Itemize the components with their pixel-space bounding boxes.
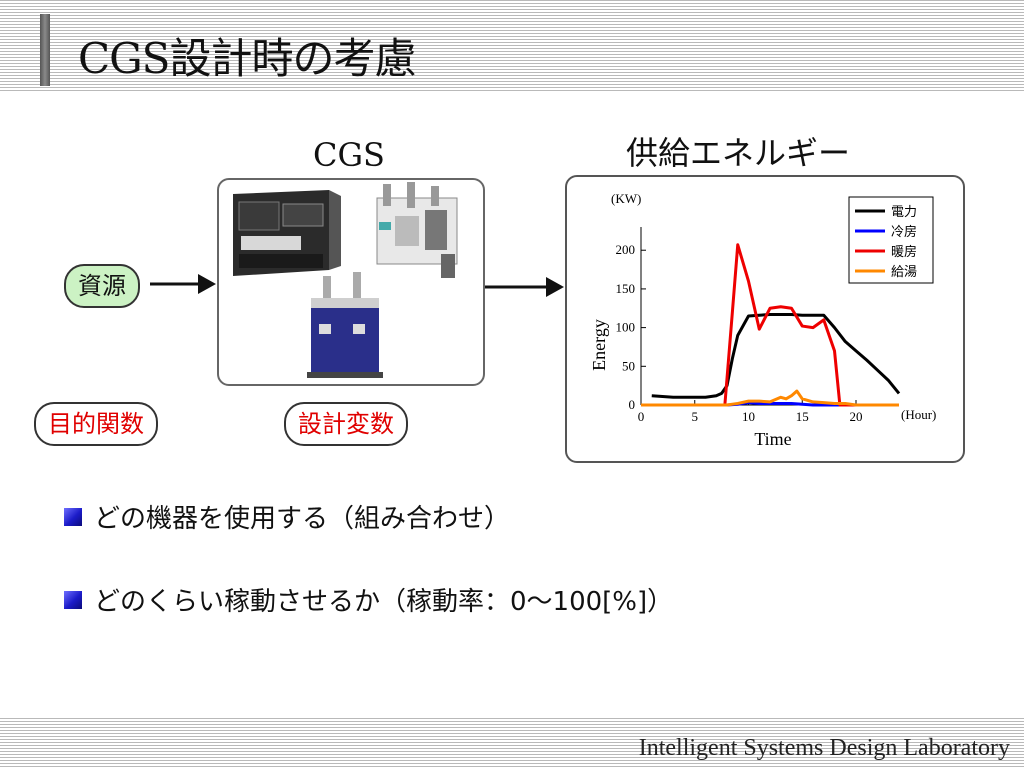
footer-text: Intelligent Systems Design Laboratory xyxy=(638,735,1010,761)
y-axis-unit: (KW) xyxy=(611,191,641,206)
y-axis-label: Energy xyxy=(589,319,609,371)
resource-pill: 資源 xyxy=(64,264,140,308)
x-axis-unit: (Hour) xyxy=(901,407,936,422)
energy-line-chart: (KW) Energy Time (Hour) 0 50 100 150 200 0 5 10… xyxy=(589,191,936,449)
bullet-item: どの機器を使用する（組み合わせ） xyxy=(64,498,510,535)
x-tick-label: 15 xyxy=(796,409,809,424)
slide-title: CGS設計時の考慮 xyxy=(78,34,416,83)
absorption-chiller-image xyxy=(376,182,458,278)
arrow-resource-to-cgs xyxy=(150,274,216,294)
supply-energy-label: 供給エネルギー xyxy=(626,134,851,172)
equipment-images xyxy=(233,182,458,378)
footer-stripes xyxy=(0,718,1024,768)
y-tick-label: 150 xyxy=(616,281,636,296)
generator-image xyxy=(233,190,341,276)
y-tick-label: 200 xyxy=(616,242,636,257)
series-line xyxy=(641,243,899,407)
bullet-text: どのくらい稼動させるか（稼動率：0〜100[%]） xyxy=(94,587,674,617)
boiler-image xyxy=(307,272,383,378)
square-bullet-icon xyxy=(64,507,82,526)
x-tick-label: 5 xyxy=(692,409,699,424)
series-lines xyxy=(641,243,901,407)
x-axis-label: Time xyxy=(754,429,791,449)
header-stripes xyxy=(0,0,1024,92)
cgs-equipment-box xyxy=(217,178,485,386)
objective-function-pill: 目的関数 xyxy=(34,402,158,446)
y-tick-label: 100 xyxy=(616,320,636,335)
cgs-label: CGS xyxy=(313,136,385,174)
series-line xyxy=(651,312,901,399)
x-tick-label: 0 xyxy=(638,409,645,424)
bullet-item: どのくらい稼動させるか（稼動率：0〜100[%]） xyxy=(64,581,673,618)
title-accent-bar xyxy=(40,14,50,86)
design-variables-pill: 設計変数 xyxy=(284,402,408,446)
arrow-cgs-to-supply xyxy=(483,277,564,297)
bullet-text: どの機器を使用する（組み合わせ） xyxy=(94,504,511,534)
legend-label: 冷房 xyxy=(891,224,917,240)
x-tick-label: 10 xyxy=(742,409,755,424)
energy-chart-box: (KW) Energy Time (Hour) 0 50 100 150 200 0 5 10… xyxy=(565,175,965,463)
y-tick-label: 0 xyxy=(629,397,636,412)
legend-label: 電力 xyxy=(891,205,917,220)
legend-label: 暖房 xyxy=(891,244,917,260)
x-tick-label: 20 xyxy=(850,409,863,424)
axis-ticks: 0 50 100 150 200 0 5 10 15 20 xyxy=(616,242,863,424)
series-line xyxy=(641,389,899,407)
y-tick-label: 50 xyxy=(622,358,635,373)
legend-label: 給湯 xyxy=(891,265,917,280)
square-bullet-icon xyxy=(64,590,82,609)
